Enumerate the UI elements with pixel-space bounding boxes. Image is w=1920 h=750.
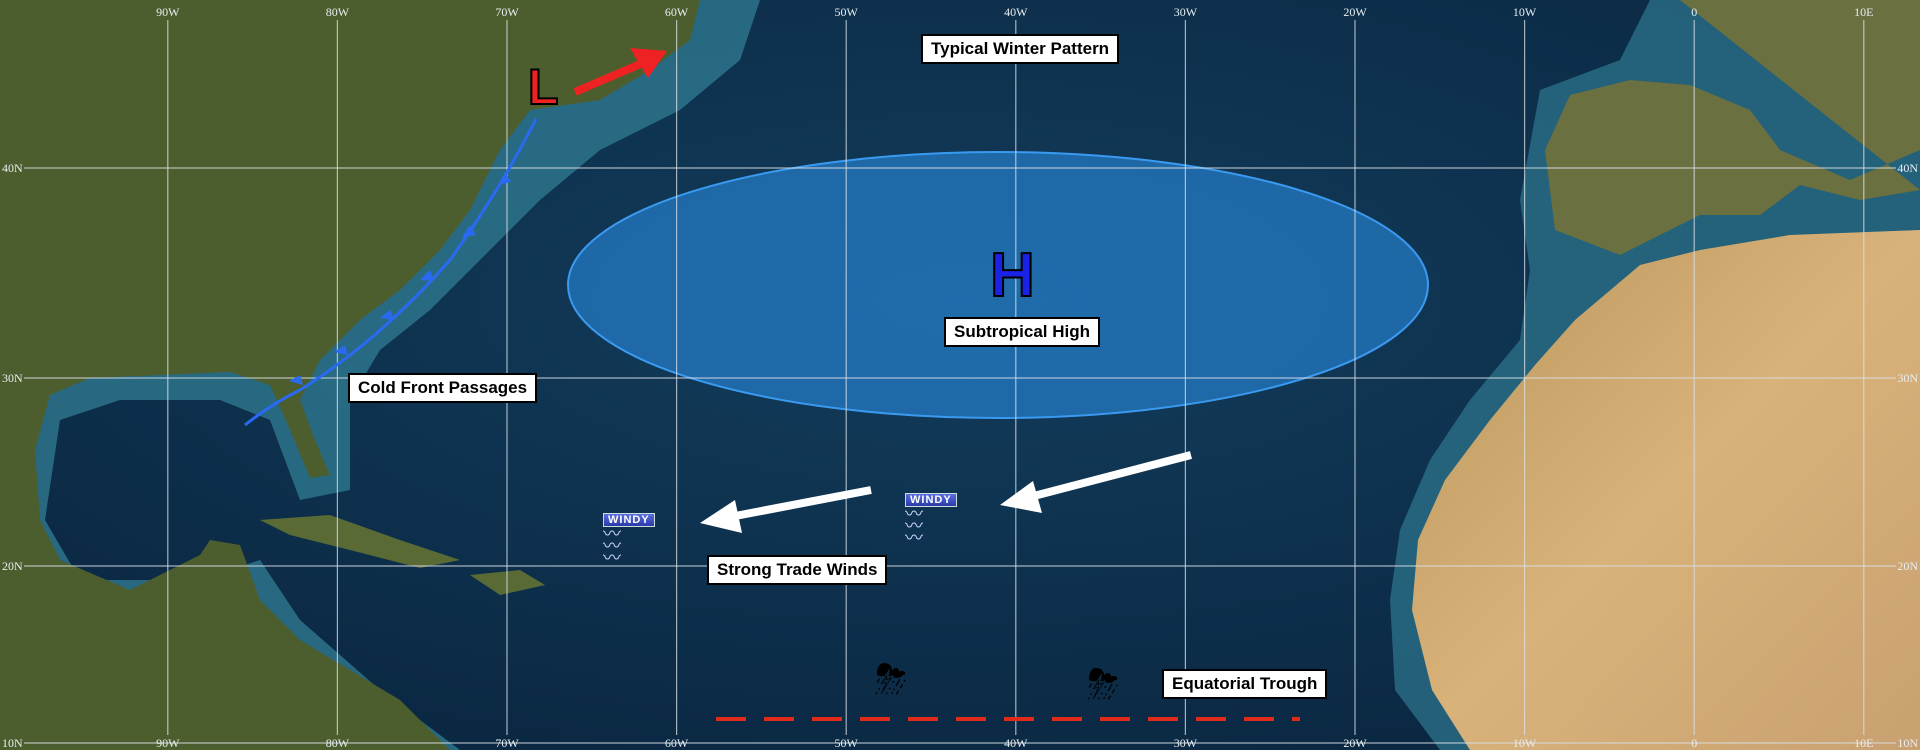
longitude-label: 40W <box>1004 5 1028 19</box>
longitude-label: 50W <box>835 736 859 750</box>
longitude-label: 10E <box>1854 5 1873 19</box>
longitude-label: 90W <box>156 5 180 19</box>
wind-streaks-icon: 〰〰〰 <box>603 524 621 568</box>
cold-front-triangles <box>289 172 511 385</box>
latitude-label: 30N <box>1897 371 1918 385</box>
longitude-label: 0 <box>1691 5 1697 19</box>
longitude-label: 60W <box>665 736 689 750</box>
longitude-label: 10W <box>1513 736 1537 750</box>
longitude-label: 50W <box>835 5 859 19</box>
latitude-label: 40N <box>2 161 23 175</box>
latitude-label: 40N <box>1897 161 1918 175</box>
low-pressure-symbol: L <box>527 58 560 116</box>
subtropical-high-label: Subtropical High <box>944 317 1100 347</box>
longitude-label: 80W <box>326 5 350 19</box>
longitude-label: 20W <box>1343 736 1367 750</box>
latitude-label: 30N <box>2 371 23 385</box>
windy-icon: WINDY 〰〰〰 <box>905 490 985 548</box>
longitude-label: 40W <box>1004 736 1028 750</box>
land-north-america <box>0 0 700 750</box>
longitude-label: 30W <box>1174 5 1198 19</box>
latitude-label: 10N <box>1897 736 1918 750</box>
windy-tag: WINDY <box>905 493 957 507</box>
thunderstorm-icon: ⛈ <box>875 658 907 702</box>
low-track-arrow <box>573 48 667 96</box>
graticule <box>24 20 1896 744</box>
latitude-label: 10N <box>2 736 23 750</box>
map-title: Typical Winter Pattern <box>921 34 1120 64</box>
trade-wind-arrow <box>1000 451 1193 513</box>
trade-winds-label: Strong Trade Winds <box>707 555 888 585</box>
latitude-label: 20N <box>2 559 23 573</box>
longitude-label: 80W <box>326 736 350 750</box>
windy-tag: WINDY <box>603 513 655 527</box>
land-africa <box>1412 230 1920 750</box>
land-cuba <box>260 515 460 568</box>
subtropical-high-area <box>567 151 1429 419</box>
cold-front-label: Cold Front Passages <box>348 373 538 403</box>
longitude-label: 10W <box>1513 5 1537 19</box>
longitude-label: 10E <box>1854 736 1873 750</box>
high-pressure-symbol: H <box>989 240 1036 311</box>
longitude-label: 0 <box>1691 736 1697 750</box>
longitude-label: 70W <box>495 5 519 19</box>
longitude-label: 70W <box>495 736 519 750</box>
land-europe <box>1545 0 1920 255</box>
latitude-label: 20N <box>1897 559 1918 573</box>
windy-icon: WINDY 〰〰〰 <box>603 510 683 568</box>
thunderstorm-icon: ⛈ <box>1087 663 1119 707</box>
trade-wind-arrow <box>700 486 872 533</box>
longitude-label: 90W <box>156 736 180 750</box>
cold-front-line <box>244 118 538 427</box>
equatorial-trough-label: Equatorial Trough <box>1162 669 1328 699</box>
wind-streaks-icon: 〰〰〰 <box>905 504 923 548</box>
longitude-label: 20W <box>1343 5 1367 19</box>
longitude-label: 30W <box>1174 736 1198 750</box>
longitude-label: 60W <box>665 5 689 19</box>
